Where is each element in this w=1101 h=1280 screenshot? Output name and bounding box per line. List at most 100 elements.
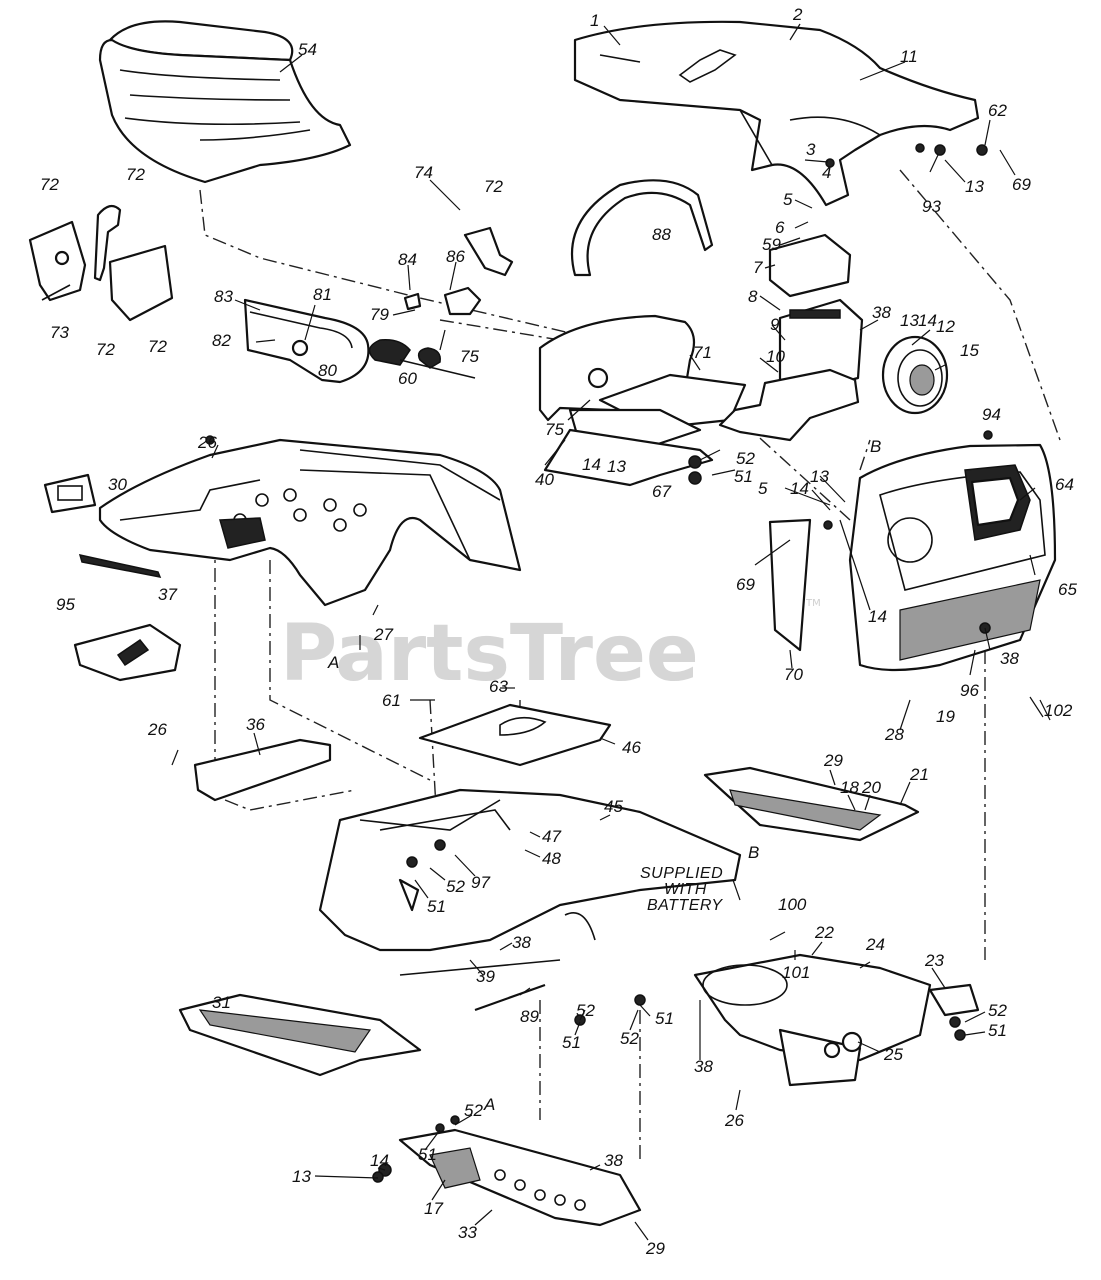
callout-label: 51 <box>427 897 446 916</box>
battery <box>768 233 864 397</box>
callout-label: 81 <box>313 285 332 304</box>
seat-brackets <box>28 204 174 322</box>
callout-label: 46 <box>622 738 641 757</box>
callout-label: 51 <box>734 467 753 486</box>
callout-label: B <box>748 843 759 862</box>
dash-panel <box>538 314 747 452</box>
callout-label: 7 <box>753 258 763 277</box>
callout-label: 11 <box>900 47 918 66</box>
callout-label: 70 <box>784 665 803 684</box>
callout-label: 36 <box>246 715 265 734</box>
callout-label: A <box>327 653 339 672</box>
footrest-left <box>178 993 422 1077</box>
battery-tray <box>718 368 860 442</box>
lower-bracket <box>543 428 714 487</box>
callout-label: 38 <box>512 933 531 952</box>
callout-label: 69 <box>1012 175 1031 194</box>
callout-label: 102 <box>1044 701 1073 720</box>
callout-label: 26 <box>147 720 167 739</box>
callout-label: 3 <box>806 140 816 159</box>
callout-label: 29 <box>645 1239 665 1258</box>
rail-bracket <box>193 738 332 802</box>
callout-label: 64 <box>1055 475 1074 494</box>
callout-label: 60 <box>398 369 417 388</box>
callout-label: 20 <box>861 778 881 797</box>
dash-bracket <box>243 298 370 384</box>
callout-label: 65 <box>1058 580 1077 599</box>
callout-label: 95 <box>56 595 75 614</box>
leader-lines <box>171 23 1051 1241</box>
callout-label: 67 <box>652 482 671 501</box>
callout-label: A <box>483 1095 495 1114</box>
callout-label: 45 <box>604 797 623 816</box>
side-panel <box>768 518 812 652</box>
callout-label: 72 <box>484 177 503 196</box>
callout-label: 73 <box>50 323 69 342</box>
callout-label: 13 <box>292 1167 311 1186</box>
callout-label: 96 <box>960 681 979 700</box>
switch-parts <box>368 226 514 379</box>
callout-label: 62 <box>988 101 1007 120</box>
seat <box>98 20 352 184</box>
callout-label: 52 <box>988 1001 1007 1020</box>
callout-label: 29 <box>823 751 843 770</box>
callout-label: 93 <box>922 197 941 216</box>
callout-label: 52 <box>464 1101 483 1120</box>
callout-label: 4 <box>822 163 831 182</box>
callout-label: 63 <box>489 677 508 696</box>
callout-label: 13 <box>810 467 829 486</box>
callout-label: 10 <box>766 347 785 366</box>
callout-label: 101 <box>782 963 810 982</box>
headlight <box>881 335 949 415</box>
callout-label: 38 <box>1000 649 1019 668</box>
battery-note-line3: BATTERY <box>647 897 723 914</box>
callout-label: 18 <box>840 778 859 797</box>
fasteners <box>205 143 993 1183</box>
rod <box>399 959 561 1012</box>
callout-label: 100 <box>778 895 807 914</box>
callout-label: 26 <box>197 433 217 452</box>
callout-label: 37 <box>158 585 177 604</box>
fender <box>78 438 522 607</box>
callout-label: 15 <box>960 341 979 360</box>
callout-label: 75 <box>545 420 564 439</box>
main-frame <box>318 788 742 952</box>
callout-label: 26 <box>724 1111 744 1130</box>
callout-label: 17 <box>424 1199 443 1218</box>
callout-label: 59 <box>762 235 781 254</box>
callout-label: 5 <box>783 190 793 209</box>
callout-label: 2 <box>792 5 803 24</box>
callout-label: 21 <box>909 765 929 784</box>
callout-label: 8 <box>748 287 758 306</box>
callout-label: 94 <box>982 405 1001 424</box>
callout-label: 13 <box>900 311 919 330</box>
watermark-trademark: TM <box>805 598 821 609</box>
callout-label: 1 <box>590 11 599 30</box>
callout-label: 14 <box>790 479 809 498</box>
callout-label: 30 <box>108 475 127 494</box>
callout-label: 14 <box>582 455 601 474</box>
callout-label: 13 <box>965 177 984 196</box>
callout-label: 47 <box>542 827 561 846</box>
battery-note-line2: WITH <box>664 881 707 898</box>
callout-label: 28 <box>884 725 904 744</box>
callout-label: 24 <box>865 935 885 954</box>
callout-label: 80 <box>318 361 337 380</box>
callout-label: 9 <box>770 315 780 334</box>
callout-label: 69 <box>736 575 755 594</box>
callout-label: 52 <box>446 877 465 896</box>
callout-label: 52 <box>576 1001 595 1020</box>
bar <box>570 179 714 277</box>
front-axle-plate <box>693 953 932 1087</box>
plate-left <box>73 623 182 682</box>
callout-label: 72 <box>126 165 145 184</box>
footrest-bottom <box>398 1128 642 1227</box>
callout-label: 51 <box>655 1009 674 1028</box>
callout-label: 38 <box>694 1057 713 1076</box>
callout-label: 82 <box>212 331 231 350</box>
callout-label: 72 <box>96 340 115 359</box>
callout-label: 86 <box>446 247 465 266</box>
callout-label: 14 <box>868 607 887 626</box>
callout-label: 25 <box>883 1045 903 1064</box>
callout-label: 79 <box>370 305 389 324</box>
